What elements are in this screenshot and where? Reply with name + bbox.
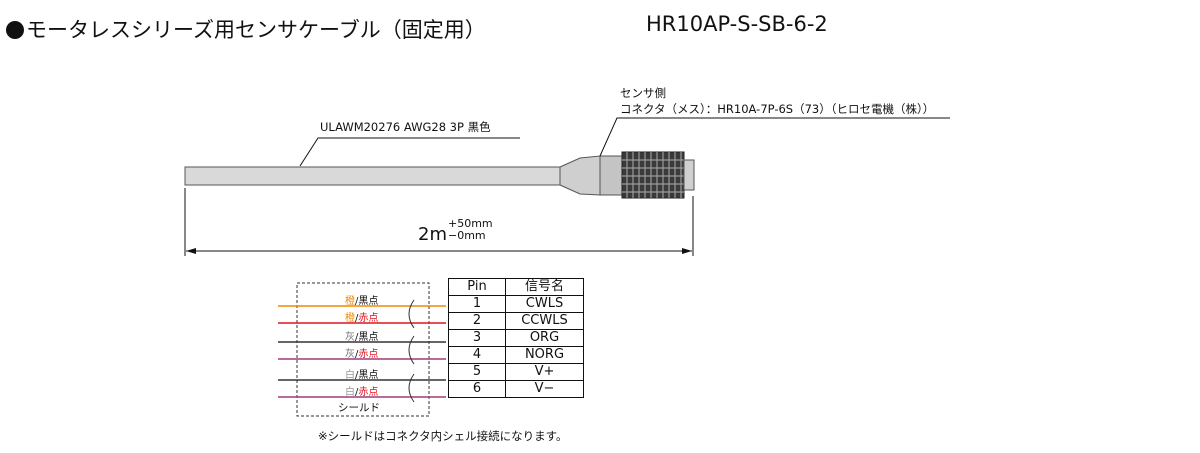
model-number: HR10AP-S-SB-6-2: [646, 12, 828, 36]
title-text: モータレスシリーズ用センサケーブル（固定用）: [26, 18, 486, 42]
connector-leader: [599, 117, 950, 157]
wire-label-6: 白/赤点: [345, 387, 379, 398]
page-title: モータレスシリーズ用センサケーブル（固定用）: [6, 14, 486, 44]
wire-label-3: 灰/黒点: [345, 332, 379, 343]
length-minus: −0mm: [448, 229, 486, 242]
shield-label: シールド: [338, 402, 380, 414]
cable-leader: [299, 137, 520, 167]
pin-number: 6: [448, 380, 506, 398]
pin-number: 3: [448, 329, 506, 347]
connector-spec-label: コネクタ（メス）：HR10A-7P-6S（73）（ヒロセ電機（株））: [620, 102, 935, 116]
header-signal: 信号名: [505, 278, 584, 296]
bullet-icon: [6, 21, 24, 39]
cable-spec-label: ULAWM20276 AWG28 3P 黒色: [320, 120, 491, 134]
shield-box: [296, 282, 430, 417]
connector-side-label: センサ側: [620, 86, 666, 100]
pin-table-header: Pin 信号名: [448, 278, 584, 296]
wire-label-2: 橙/赤点: [345, 313, 379, 324]
length-tolerance: +50mm −0mm: [448, 218, 493, 242]
signal-name: V−: [505, 380, 584, 398]
pin-number: 4: [448, 346, 506, 364]
wire-label-5: 白/黒点: [345, 370, 379, 381]
connector-label: センサ側 コネクタ（メス）：HR10A-7P-6S（73）（ヒロセ電機（株））: [620, 85, 934, 117]
length-dimension: 2m +50mm −0mm: [418, 218, 493, 246]
connector-boot: [559, 155, 601, 196]
length-main: 2m: [418, 224, 447, 245]
header-pin: Pin: [448, 278, 506, 296]
pin-number: 2: [448, 312, 506, 330]
signal-name: V+: [505, 363, 584, 381]
signal-name: ORG: [505, 329, 584, 347]
wires: [278, 305, 446, 398]
pin-number: 5: [448, 363, 506, 381]
signal-name: NORG: [505, 346, 584, 364]
signal-name: CCWLS: [505, 312, 584, 330]
pin-number: 1: [448, 295, 506, 313]
footnote: ※シールドはコネクタ内シェル接続になります。: [318, 429, 568, 443]
wire-label-1: 橙/黒点: [345, 296, 379, 307]
length-plus: +50mm: [448, 217, 493, 230]
cable-body: [184, 166, 561, 186]
wire-label-4: 灰/赤点: [345, 349, 379, 360]
signal-name: CWLS: [505, 295, 584, 313]
